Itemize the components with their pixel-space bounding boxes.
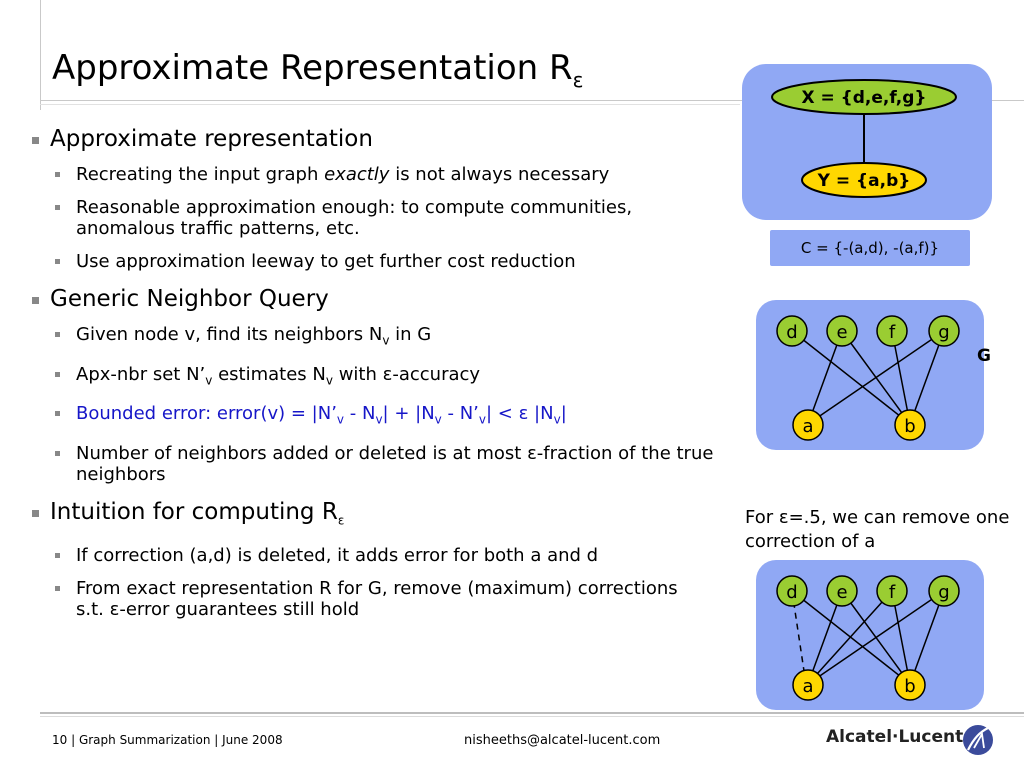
bullet-generic-neighbor-query: Generic Neighbor Query: [32, 284, 732, 314]
subbullet-given-node: Given node v, find its neighbors Nv in G: [32, 324, 732, 352]
title-subscript: ε: [572, 67, 584, 92]
subbullet-correction-deleted: If correction (a,d) is deleted, it adds …: [32, 545, 732, 566]
corrections-text: C = {-(a,d), -(a,f)}: [800, 239, 940, 257]
bullet-approximate-representation: Approximate representation: [32, 124, 732, 154]
graph-approx-bottom-nodes: a b: [792, 669, 926, 701]
footer-rule: [40, 712, 1024, 714]
graph-g-label: G: [977, 346, 991, 366]
node-g: [928, 315, 960, 347]
node-g: [928, 575, 960, 607]
bullet-intuition: Intuition for computing Rε: [32, 497, 732, 536]
node-g-label: g: [938, 322, 949, 343]
node-d: [776, 575, 808, 607]
footer-email: nisheeths@alcatel-lucent.com: [464, 733, 661, 748]
supernode-diagram: X = {d,e,f,g} Y = {a,b}: [742, 64, 992, 220]
footer-rule-secondary: [40, 716, 1024, 717]
bullet-list: Approximate representation Recreating th…: [32, 124, 732, 632]
node-f: [876, 315, 908, 347]
node-b: [894, 669, 926, 701]
subbullet-number-of-neighbors: Number of neighbors added or deleted is …: [32, 443, 736, 485]
node-b-label: b: [904, 416, 915, 437]
graph-g-bottom-nodes: a b: [792, 409, 926, 441]
subbullet-leeway: Use approximation leeway to get further …: [32, 251, 732, 272]
title-underline: [40, 100, 1024, 101]
node-e-label: e: [836, 582, 847, 603]
company-logo-icon: [963, 725, 993, 755]
title-underline-secondary: [40, 104, 740, 105]
subbullet-recreating: Recreating the input graph exactly is no…: [32, 164, 732, 185]
node-f-label: f: [889, 322, 896, 343]
node-e: [826, 575, 858, 607]
title-vertical-rule: [40, 0, 41, 110]
corrections-box: C = {-(a,d), -(a,f)}: [770, 230, 970, 266]
node-a: [792, 669, 824, 701]
node-e-label: e: [836, 322, 847, 343]
footer-slide-info: 10 | Graph Summarization | June 2008: [52, 733, 283, 747]
node-a-label: a: [802, 676, 813, 697]
graph-g-top-nodes: d e f g: [776, 315, 960, 347]
node-f: [876, 575, 908, 607]
subbullet-from-exact: From exact representation R for G, remov…: [32, 578, 686, 620]
node-e: [826, 315, 858, 347]
node-d: [776, 315, 808, 347]
node-f-label: f: [889, 582, 896, 603]
supernode-y-label: Y = {a,b}: [817, 171, 911, 191]
company-logo-text: Alcatel·Lucent: [826, 727, 964, 747]
supernode-x-label: X = {d,e,f,g}: [801, 88, 926, 108]
graph-approx-edges: [791, 590, 945, 685]
node-a: [792, 409, 824, 441]
node-g-label: g: [938, 582, 949, 603]
node-b: [894, 409, 926, 441]
node-b-label: b: [904, 676, 915, 697]
graph-g-edges: [791, 330, 945, 425]
subbullet-reasonable: Reasonable approximation enough: to comp…: [32, 197, 716, 239]
graph-approx-top-nodes: d e f g: [776, 575, 960, 607]
slide-title: Approximate Representation Rε: [52, 48, 584, 92]
subbullet-apx-nbr: Apx-nbr set N’v estimates Nv with ε-accu…: [32, 364, 732, 392]
node-d-label: d: [786, 322, 797, 343]
graph-g: d e f g a b: [756, 300, 984, 450]
supernode-x: [771, 79, 957, 115]
subbullet-bounded-error: Bounded error: error(v) = |N’v - Nv| + |…: [32, 403, 732, 431]
epsilon-note: For ε=.5, we can remove one correction o…: [745, 507, 1010, 552]
graph-approx: d e f g a b: [756, 560, 984, 710]
supernode-y: [801, 162, 927, 198]
node-d-label: d: [786, 582, 797, 603]
node-a-label: a: [802, 416, 813, 437]
